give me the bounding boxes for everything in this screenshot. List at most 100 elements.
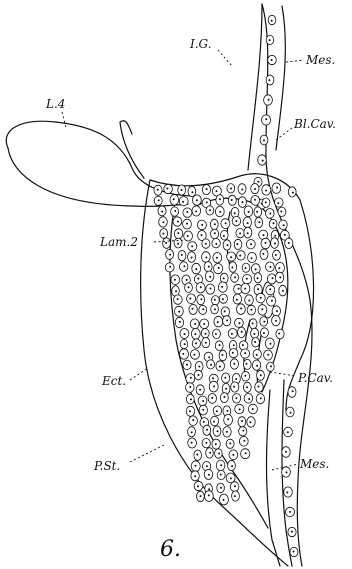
cell-nucleus <box>265 242 267 244</box>
cell <box>243 359 251 369</box>
cell-nucleus <box>231 266 233 268</box>
cell-nucleus <box>184 333 186 335</box>
cell-nucleus <box>250 309 252 311</box>
cell-nuclei-group <box>154 15 298 556</box>
cell-nucleus <box>262 160 264 162</box>
cell-nucleus <box>198 366 200 368</box>
cell-nucleus <box>272 277 274 279</box>
cell-nucleus <box>286 491 288 493</box>
cell-nucleus <box>260 397 262 399</box>
label-mes-top-leader <box>286 60 304 62</box>
cell-nucleus <box>231 199 233 201</box>
cell-nucleus <box>202 308 204 310</box>
cell-nucleus <box>214 308 216 310</box>
cell-nucleus <box>195 342 197 344</box>
cell-nucleus <box>189 298 191 300</box>
cell-nucleus <box>244 375 246 377</box>
cell-nucleus <box>254 188 256 190</box>
cell-nucleus <box>194 323 196 325</box>
cell-nucleus <box>235 397 237 399</box>
cell-nucleus <box>278 267 280 269</box>
cell-nucleus <box>196 199 198 201</box>
cell-nucleus <box>236 299 238 301</box>
cell-nucleus <box>208 488 210 490</box>
cell-nucleus <box>270 365 272 367</box>
cell-nucleus <box>233 344 235 346</box>
cell-nucleus <box>186 279 188 281</box>
cell-nucleus <box>293 551 295 553</box>
cell-nucleus <box>275 254 277 256</box>
cell-nucleus <box>271 300 273 302</box>
cell-nucleus <box>231 465 233 467</box>
cell <box>244 393 253 403</box>
cell-nucleus <box>219 198 221 200</box>
cell-nucleus <box>225 222 227 224</box>
cell-nucleus <box>215 333 217 335</box>
label-blcav-text: Bl.Cav. <box>293 117 336 131</box>
cell-nucleus <box>248 211 250 213</box>
cell-nucleus <box>205 442 207 444</box>
cell-nucleus <box>208 356 210 358</box>
cell-nucleus <box>197 278 199 280</box>
cell-nucleus <box>205 257 207 259</box>
cell-nucleus <box>200 298 202 300</box>
cell-nucleus <box>271 59 273 61</box>
cell-nucleus <box>165 242 167 244</box>
cell-nucleus <box>182 201 184 203</box>
cell-nucleus <box>181 254 183 256</box>
cell-nucleus <box>214 299 216 301</box>
cell-nucleus <box>242 430 244 432</box>
cell-nucleus <box>268 99 270 101</box>
cell-nucleus <box>288 242 290 244</box>
cell-nucleus <box>267 354 269 356</box>
cell-nucleus <box>268 79 270 81</box>
cell-nucleus <box>161 211 163 213</box>
cell-nucleus <box>231 333 233 335</box>
cell-nucleus <box>177 298 179 300</box>
cell-nucleus <box>287 431 289 433</box>
cell-nucleus <box>174 210 176 212</box>
label-ect-text: Ect. <box>101 374 126 388</box>
cell-nucleus <box>158 199 160 201</box>
label-ect-leader <box>130 368 148 380</box>
cell-nucleus <box>195 211 197 213</box>
label-lg-text: I.G. <box>189 37 212 51</box>
label-l4-leader <box>62 112 66 128</box>
cell-nucleus <box>239 408 241 410</box>
cell-nucleus <box>182 353 184 355</box>
cell-nucleus <box>169 266 171 268</box>
label-l4-text: L.4 <box>45 97 65 111</box>
cell-nucleus <box>257 277 259 279</box>
cell-nucleus <box>183 265 185 267</box>
cell-nucleus <box>178 311 180 313</box>
cell-nucleus <box>205 243 207 245</box>
cell-nucleus <box>292 390 294 392</box>
cell-nucleus <box>252 322 254 324</box>
cell-nucleus <box>274 235 276 237</box>
cell-nucleus <box>241 189 243 191</box>
cell-nucleus <box>253 333 255 335</box>
cell-nucleus <box>252 408 254 410</box>
cell-nucleus <box>177 221 179 223</box>
cell-nucleus <box>219 366 221 368</box>
cell-nucleus <box>223 277 225 279</box>
cell-nucleus <box>205 342 207 344</box>
cell-nucleus <box>210 364 212 366</box>
cell-nucleus <box>191 257 193 259</box>
cell-nucleus <box>203 421 205 423</box>
label-pst-leader <box>130 444 166 462</box>
label-lg-leader <box>218 50 232 66</box>
cell-nucleus <box>230 188 232 190</box>
cell-nucleus <box>209 276 211 278</box>
cell-nucleus <box>241 331 243 333</box>
label-mes-bottom-text: Mes. <box>299 457 329 471</box>
cell-nucleus <box>209 209 211 211</box>
cell-nucleus <box>202 400 204 402</box>
cell-nucleus <box>169 254 171 256</box>
cell-nucleus <box>276 310 278 312</box>
cell-nucleus <box>232 352 234 354</box>
cell-nucleus <box>211 397 213 399</box>
cell-nucleus <box>227 410 229 412</box>
cell-nucleus <box>247 222 249 224</box>
